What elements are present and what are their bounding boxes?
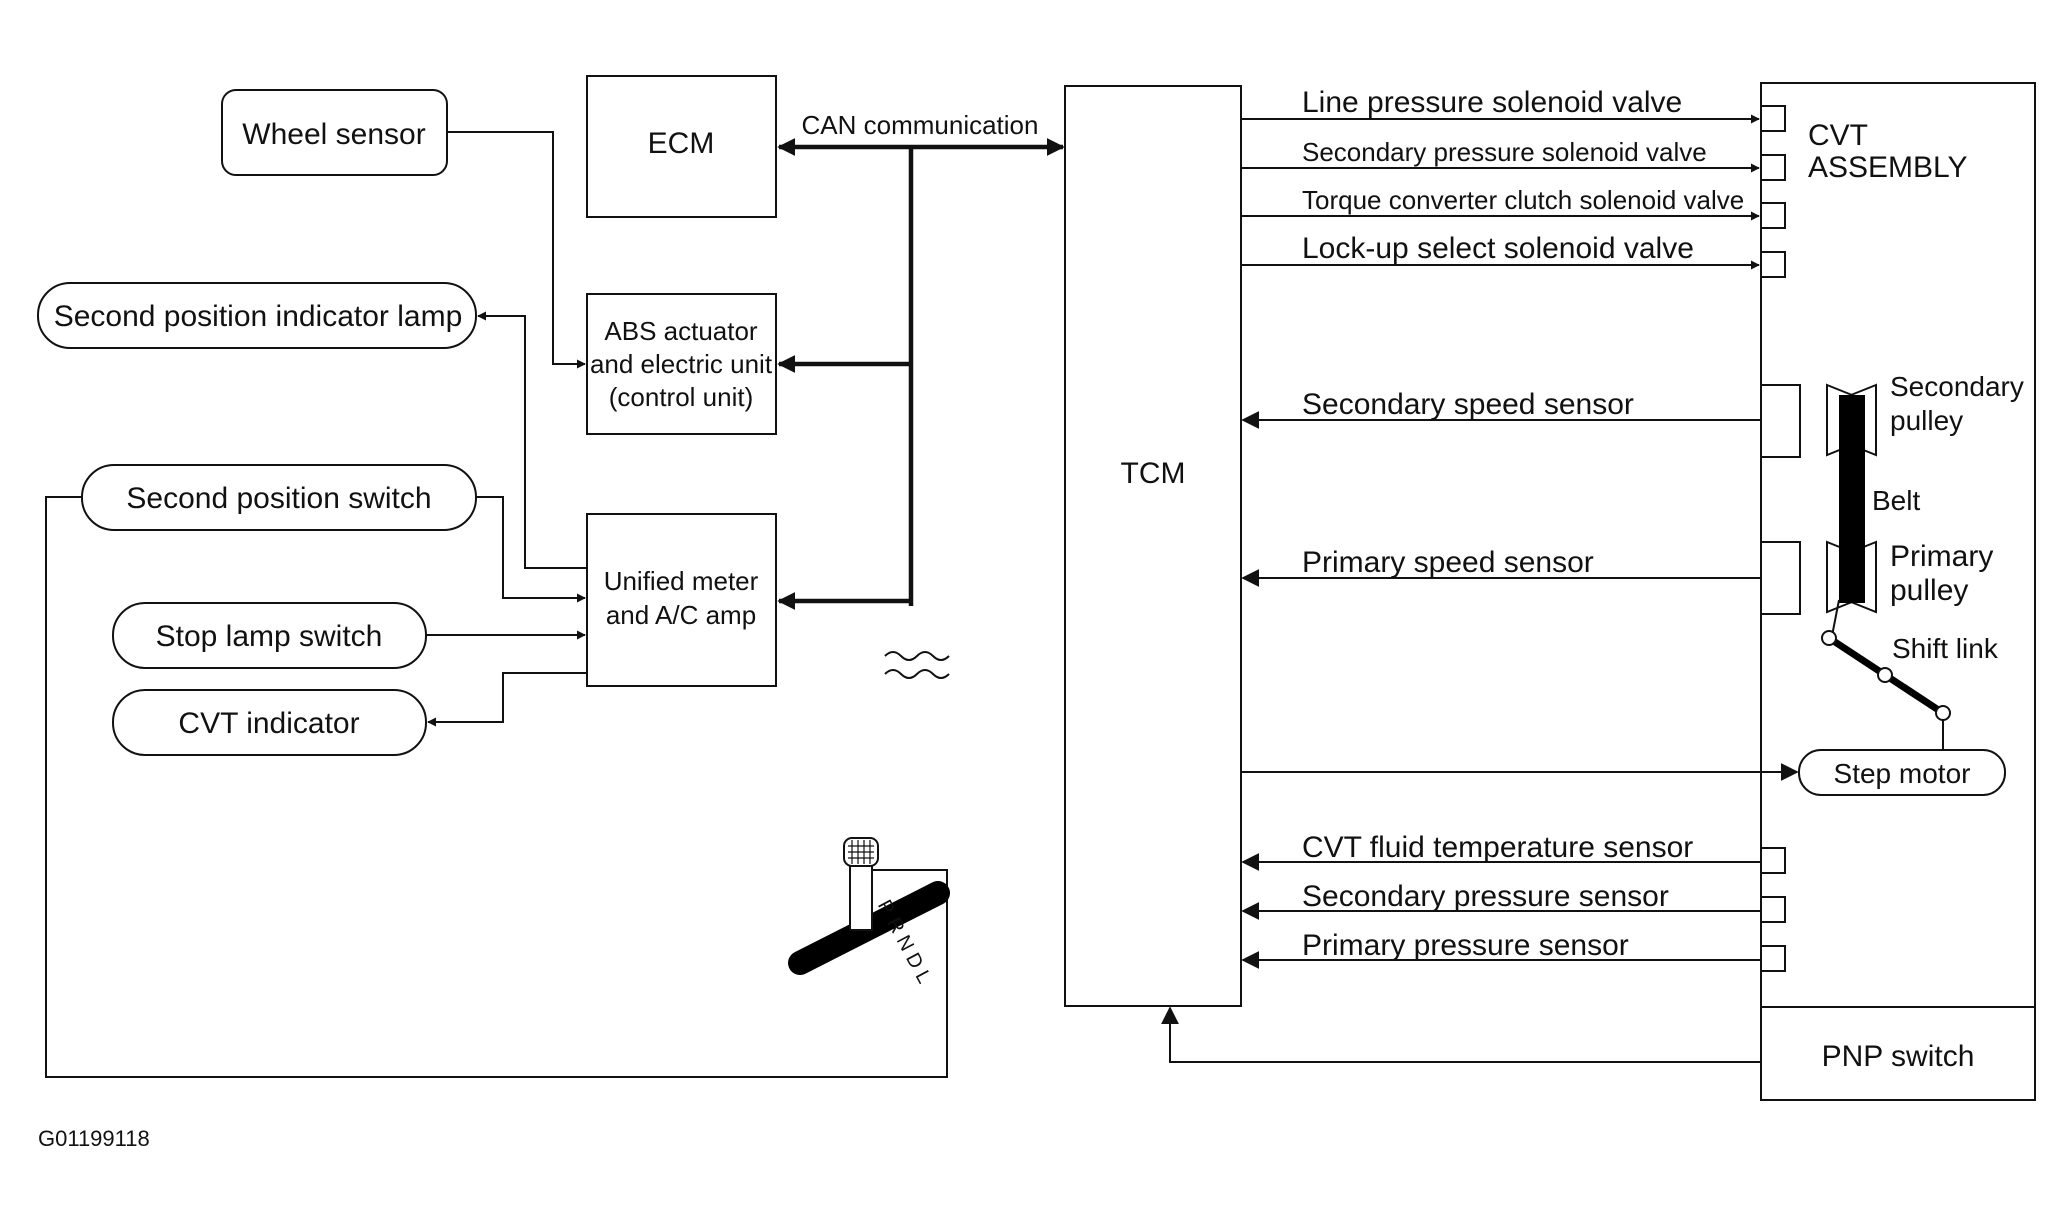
can-bus: CAN communication — [777, 110, 1065, 679]
second-position-indicator-lamp-block: Second position indicator lamp — [37, 282, 477, 349]
unified-meter-block: Unified meter and A/C amp — [586, 513, 777, 687]
shift-link-label: Shift link — [1892, 633, 1999, 664]
secondary-pulley-label-line1: Secondary — [1890, 371, 2024, 402]
unified-meter-label-line1: Unified meter — [604, 566, 759, 596]
cvt-assembly-label-line2: ASSEMBLY — [1808, 151, 1968, 184]
primary-pressure-sensor-label: Primary pressure sensor — [1302, 929, 1629, 962]
bottom-sensor-lines: CVT fluid temperature sensor Secondary p… — [1241, 831, 1761, 969]
tcm-label: TCM — [1121, 457, 1186, 490]
secondary-pulley-label-line2: pulley — [1890, 405, 1963, 436]
cvt-assembly-block: CVT ASSEMBLY — [1760, 82, 2036, 1008]
second-position-indicator-lamp-label: Second position indicator lamp — [54, 300, 463, 333]
step-motor-block: Step motor — [1241, 749, 2006, 796]
cvt-indicator-block: CVT indicator — [112, 689, 427, 756]
cvt-assembly-label-line1: CVT — [1808, 119, 1868, 152]
shift-link-icon — [1821, 630, 1951, 756]
figure-id: G01199118 — [38, 1126, 150, 1151]
lock-up-select-solenoid-label: Lock-up select solenoid valve — [1302, 232, 1694, 265]
second-position-switch-block: Second position switch — [81, 464, 477, 531]
tcm-output-lines — [1241, 114, 1760, 270]
pnp-switch-label: PNP switch — [1822, 1040, 1975, 1073]
secondary-pressure-sensor-label: Secondary pressure sensor — [1302, 880, 1669, 913]
pulley-belt-icon — [1826, 383, 1877, 637]
abs-label-line3: (control unit) — [609, 382, 754, 412]
shift-position-n: N — [892, 932, 918, 955]
cvt-indicator-label: CVT indicator — [178, 707, 359, 740]
shift-position-d: D — [901, 949, 927, 972]
cvt-connectors — [1760, 105, 1801, 972]
wheel-sensor-block: Wheel sensor — [221, 89, 448, 176]
secondary-pressure-solenoid-label: Secondary pressure solenoid valve — [1302, 137, 1707, 167]
speed-sensor-lines: Secondary speed sensor Primary speed sen… — [1241, 388, 1761, 587]
can-communication-label: CAN communication — [802, 110, 1039, 140]
stop-lamp-switch-label: Stop lamp switch — [156, 620, 383, 653]
abs-label-line1: ABS actuator — [604, 316, 758, 346]
tcm-block: TCM — [1064, 85, 1242, 1007]
line-pressure-solenoid-label: Line pressure solenoid valve — [1302, 86, 1682, 119]
unified-meter-label-line2: and A/C amp — [606, 600, 756, 630]
primary-speed-sensor-label: Primary speed sensor — [1302, 546, 1594, 579]
belt-label: Belt — [1872, 485, 1920, 516]
torque-converter-clutch-solenoid-label: Torque converter clutch solenoid valve — [1302, 185, 1744, 215]
tcm-output-labels: Line pressure solenoid valve Secondary p… — [1302, 86, 1744, 265]
shift-lever-icon: P R N D L — [788, 837, 950, 987]
step-motor-label: Step motor — [1834, 758, 1971, 789]
pnp-to-tcm-line — [1161, 1006, 1761, 1063]
left-connections — [45, 131, 948, 1078]
pnp-switch-block: PNP switch — [1760, 1006, 2036, 1101]
cvt-fluid-temperature-sensor-label: CVT fluid temperature sensor — [1302, 831, 1693, 864]
pulley-labels: Secondary pulley Belt Primary pulley Shi… — [1872, 371, 2024, 664]
secondary-speed-sensor-label: Secondary speed sensor — [1302, 388, 1634, 421]
stop-lamp-switch-block: Stop lamp switch — [112, 602, 427, 669]
primary-pulley-label-line1: Primary — [1890, 540, 1993, 573]
abs-label-line2: and electric unit — [590, 349, 773, 379]
abs-actuator-block: ABS actuator and electric unit (control … — [586, 293, 777, 435]
ecm-block: ECM — [586, 75, 777, 218]
wheel-sensor-label: Wheel sensor — [242, 118, 425, 151]
ecm-label: ECM — [648, 127, 715, 160]
second-position-switch-label: Second position switch — [126, 482, 431, 515]
primary-pulley-label-line2: pulley — [1890, 574, 1968, 607]
shift-position-l: L — [911, 967, 936, 987]
